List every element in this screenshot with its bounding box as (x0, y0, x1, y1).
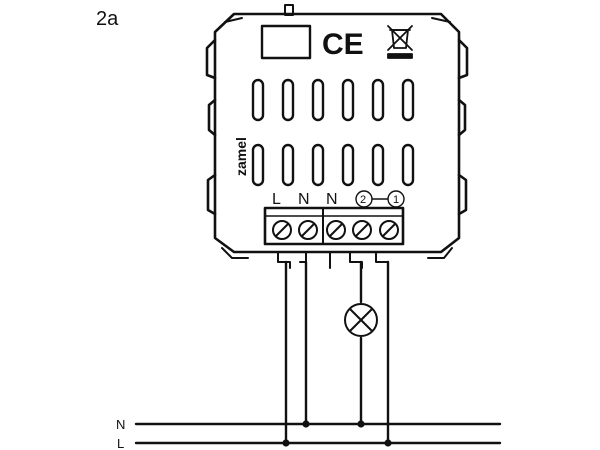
screw-terminals (272, 220, 399, 240)
terminal-label-n1: N (298, 191, 310, 208)
top-connector (284, 4, 294, 16)
brand-logo: zamel (233, 137, 249, 176)
ce-mark: CE (322, 28, 364, 61)
terminal-label-l: L (272, 191, 281, 208)
junction-dots (282, 420, 392, 447)
vent-slots-bottom (251, 143, 415, 187)
label-window (260, 24, 312, 60)
terminal-block (263, 206, 405, 246)
terminal-label-2: 2 (360, 194, 366, 206)
terminal-label-1: 1 (393, 194, 399, 206)
lamp-icon (344, 303, 378, 337)
mounting-flange-right (457, 38, 469, 216)
terminal-number-circles (355, 190, 405, 208)
mains-label-l: L (117, 436, 124, 450)
terminal-pins (277, 251, 389, 269)
vent-slots-top (251, 78, 415, 122)
crossed-bin-icon (387, 25, 413, 59)
figure-label: 2a (96, 8, 119, 30)
wires (284, 260, 390, 445)
mounting-flange-left (205, 38, 217, 216)
mains-label-n: N (116, 417, 125, 432)
terminal-label-n2: N (326, 191, 338, 208)
